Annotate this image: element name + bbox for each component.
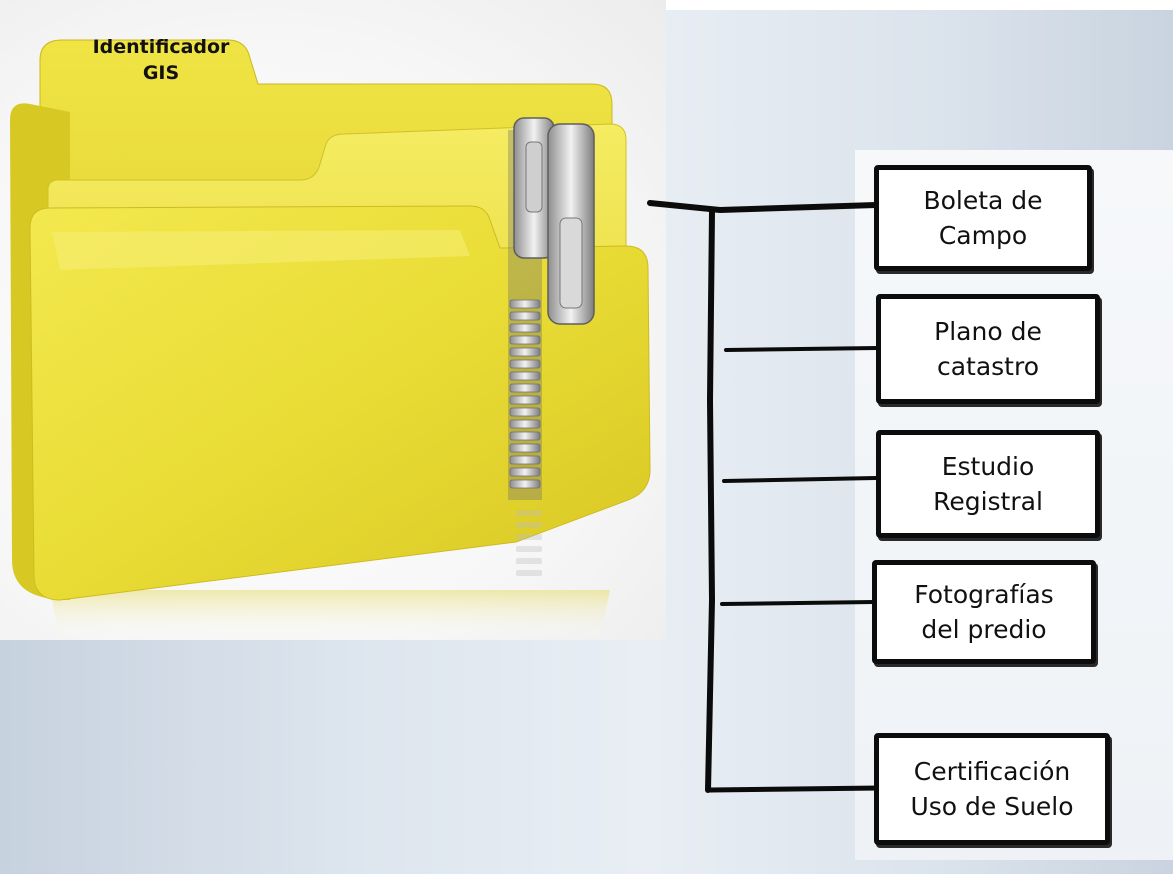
document-label-certificacion: Certificación Uso de Suelo — [910, 757, 1074, 821]
document-label-boleta: Boleta de Campo — [923, 186, 1043, 250]
connector-main — [647, 200, 879, 214]
connector-branch-plano — [724, 346, 880, 352]
zipper — [508, 117, 595, 500]
folder-reflection — [50, 590, 610, 640]
connector-trunk — [705, 209, 716, 793]
document-box-certificacion: Certificación Uso de Suelo — [874, 733, 1110, 845]
document-label-fotografias: Fotografías del predio — [914, 580, 1054, 644]
zip-folder-icon — [10, 39, 651, 640]
connector-branch-certificacion — [707, 785, 883, 793]
folder-tab-label: Identificador GIS — [72, 34, 250, 86]
document-box-boleta: Boleta de Campo — [874, 165, 1092, 271]
connector-branch-fotografias — [720, 600, 876, 606]
zipper-reflection — [516, 510, 542, 576]
document-box-fotografias: Fotografías del predio — [872, 560, 1096, 664]
folder-tab-label-line1: Identificador — [92, 36, 230, 58]
folder-tab-label-line2: GIS — [142, 62, 180, 84]
connector-branch-estudio — [722, 476, 878, 483]
document-box-plano: Plano de catastro — [876, 294, 1100, 404]
folder-front-panel — [29, 205, 651, 601]
document-box-estudio: Estudio Registral — [876, 430, 1100, 538]
folder-highlight — [52, 230, 470, 270]
document-label-estudio: Estudio Registral — [933, 452, 1043, 516]
top-strip — [666, 0, 1173, 10]
document-label-plano: Plano de catastro — [934, 317, 1042, 381]
